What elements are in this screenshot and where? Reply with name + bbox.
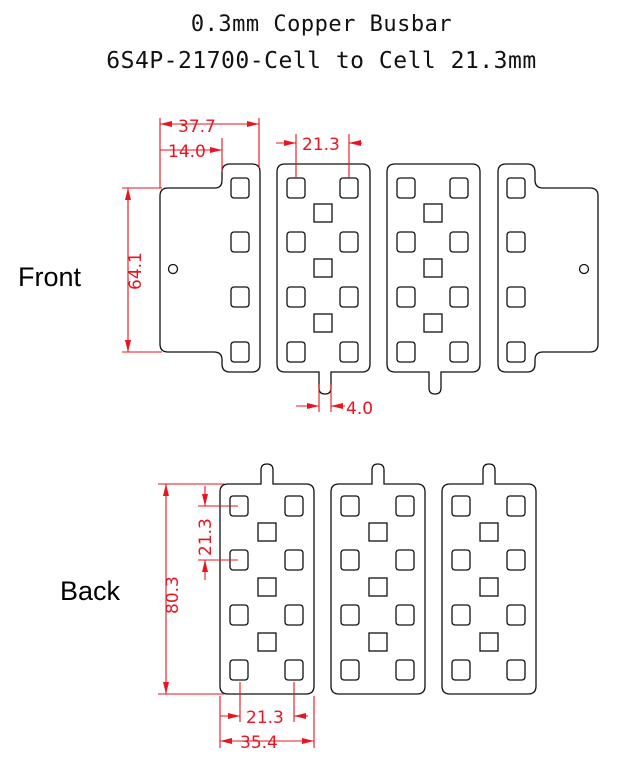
front-end-plate-left	[159, 163, 261, 373]
center-slot	[313, 203, 333, 223]
cell-hole	[451, 604, 471, 626]
cell-hole	[396, 341, 416, 363]
front-busbar-middle-1	[276, 163, 371, 395]
cell-hole	[284, 659, 304, 681]
cell-hole	[286, 231, 306, 253]
dim-front-height: 64.1	[126, 252, 146, 290]
center-slot	[368, 522, 388, 542]
cell-hole	[506, 231, 526, 253]
dim-front-tab-neck: 4.0	[346, 399, 373, 419]
cell-hole	[506, 659, 526, 681]
cell-hole	[506, 177, 526, 199]
dim-back-height: 80.3	[163, 576, 183, 614]
cell-hole	[449, 341, 469, 363]
cell-hole	[230, 341, 250, 363]
cell-hole	[395, 659, 415, 681]
cell-hole	[339, 286, 359, 308]
front-label: Front	[18, 262, 82, 292]
back-busbar-2	[330, 463, 426, 695]
cell-hole	[451, 659, 471, 681]
cell-hole	[449, 177, 469, 199]
back-busbar-3	[441, 463, 537, 695]
center-slot	[313, 313, 333, 333]
dim-back-cell-pitch-vertical: 21.3	[196, 518, 216, 556]
front-busbar-middle-2	[386, 163, 481, 395]
dim-front-cell-pitch: 21.3	[302, 135, 340, 155]
cell-hole	[340, 659, 360, 681]
cell-hole	[506, 341, 526, 363]
dim-front-tab-width: 14.0	[168, 142, 206, 162]
cell-hole	[229, 604, 249, 626]
cell-hole	[506, 549, 526, 571]
center-slot	[423, 313, 443, 333]
cell-hole	[395, 549, 415, 571]
dim-back-cell-pitch-horizontal: 21.3	[246, 708, 284, 728]
cell-hole	[506, 604, 526, 626]
cell-hole	[506, 495, 526, 517]
dim-front-overall-width: 37.7	[178, 117, 216, 137]
back-label: Back	[60, 576, 121, 606]
front-left-mount-hole	[167, 263, 179, 275]
center-slot	[479, 632, 499, 652]
cell-hole	[395, 604, 415, 626]
cell-hole	[284, 604, 304, 626]
center-slot	[368, 577, 388, 597]
dim-back-overall-width: 35.4	[240, 733, 278, 753]
cell-hole	[451, 495, 471, 517]
cell-hole	[284, 495, 304, 517]
center-slot	[257, 632, 277, 652]
back-dimensions: 80.3 21.3 21.3 35.4	[158, 483, 315, 753]
cell-hole	[286, 341, 306, 363]
cell-hole	[396, 177, 416, 199]
cell-hole	[339, 177, 359, 199]
back-busbar-1	[219, 463, 315, 695]
cell-hole	[340, 495, 360, 517]
cell-hole	[230, 286, 250, 308]
cell-hole	[339, 341, 359, 363]
cell-hole	[395, 495, 415, 517]
cell-hole	[396, 286, 416, 308]
cell-hole	[230, 177, 250, 199]
front-right-mount-hole	[578, 263, 590, 275]
center-slot	[257, 522, 277, 542]
cell-hole	[229, 659, 249, 681]
drawing-title: 0.3mm Copper Busbar	[190, 12, 453, 37]
cell-hole	[340, 549, 360, 571]
cell-hole	[506, 286, 526, 308]
center-slot	[423, 203, 443, 223]
cell-hole	[286, 177, 306, 199]
center-slot	[479, 522, 499, 542]
cell-hole	[449, 286, 469, 308]
cell-hole	[451, 549, 471, 571]
front-end-plate-right	[497, 163, 599, 373]
center-slot	[257, 577, 277, 597]
center-slot	[479, 577, 499, 597]
center-slot	[368, 632, 388, 652]
cell-hole	[284, 549, 304, 571]
cell-hole	[286, 286, 306, 308]
front-dimensions: 37.7 14.0 21.3 64.1 4.0	[122, 117, 373, 419]
cell-hole	[340, 604, 360, 626]
cell-hole	[396, 231, 416, 253]
center-slot	[313, 258, 333, 278]
center-slot	[423, 258, 443, 278]
drawing-subtitle: 6S4P-21700-Cell to Cell 21.3mm	[106, 48, 537, 74]
cell-hole	[230, 231, 250, 253]
cell-hole	[449, 231, 469, 253]
cell-hole	[339, 231, 359, 253]
